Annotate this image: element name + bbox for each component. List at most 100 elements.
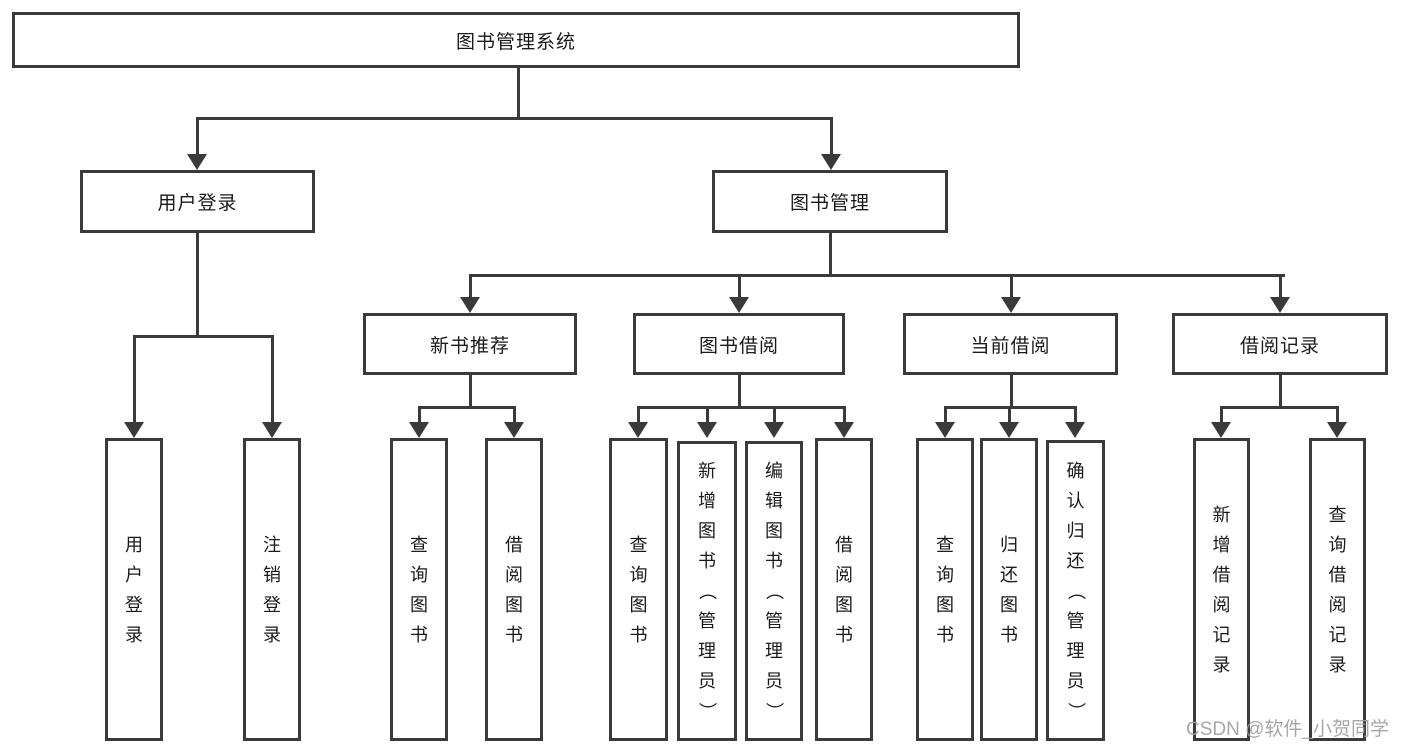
vertical-glyph: 理 — [1066, 640, 1085, 661]
vertical-glyph: 归 — [1066, 520, 1085, 541]
connector-line — [738, 375, 741, 408]
leaf-query-borrow-record: 查询借阅记录 — [1309, 438, 1366, 741]
vertical-glyph: 书 — [936, 624, 954, 645]
connector-line — [513, 406, 516, 424]
connector-line — [517, 68, 520, 119]
arrow-down-icon — [409, 422, 429, 438]
vertical-glyph: 编 — [765, 461, 783, 481]
vertical-glyph: 询 — [1328, 534, 1347, 555]
node-label: 图书管理 — [789, 193, 870, 214]
vertical-glyph: 管 — [765, 611, 783, 631]
vertical-glyph: 查 — [936, 534, 954, 555]
vertical-glyph: （ — [1065, 581, 1086, 600]
vertical-glyph: 辑 — [765, 491, 783, 511]
leaf-confirm-return-admin: 确认归还（管理员） — [1046, 440, 1105, 741]
connector-line — [843, 406, 846, 424]
connector-line — [773, 406, 776, 424]
connector-line — [196, 233, 199, 337]
arrow-down-icon — [628, 422, 648, 438]
vertical-glyph: 销 — [263, 564, 281, 585]
connector-line — [1279, 274, 1282, 299]
connector-line — [196, 117, 199, 156]
arrow-down-icon — [504, 422, 524, 438]
vertical-glyph: 阅 — [835, 564, 853, 585]
vertical-glyph: 询 — [629, 564, 648, 585]
vertical-glyph: 登 — [125, 594, 143, 615]
node-label: 当前借阅 — [970, 335, 1051, 357]
vertical-glyph: 书 — [1000, 624, 1018, 645]
vertical-glyph: 注 — [263, 534, 281, 555]
node-borrow-records: 借阅记录 — [1172, 313, 1388, 375]
vertical-glyph: 借 — [835, 534, 853, 555]
vertical-glyph: ） — [1065, 701, 1086, 720]
leaf-borrow-book: 借阅图书 — [485, 438, 543, 741]
vertical-glyph: 阅 — [1328, 594, 1347, 615]
connector-line — [133, 335, 136, 424]
vertical-glyph: 阅 — [1212, 594, 1231, 615]
leaf-add-borrow-record: 新增借阅记录 — [1193, 438, 1250, 741]
leaf-query-book: 查询图书 — [609, 438, 668, 741]
leaf-edit-book-admin: 编辑图书（管理员） — [745, 441, 803, 741]
connector-line — [1279, 375, 1282, 408]
node-label: 图书借阅 — [698, 335, 779, 357]
connector-line — [637, 406, 640, 424]
vertical-glyph: 书 — [410, 624, 428, 645]
connector-line — [1220, 406, 1223, 424]
arrow-down-icon — [821, 154, 841, 170]
connector-line — [1008, 406, 1011, 424]
vertical-glyph: 录 — [1328, 654, 1347, 675]
vertical-glyph: 归 — [1000, 534, 1018, 555]
arrow-down-icon — [1211, 422, 1231, 438]
leaf-return-book: 归还图书 — [980, 438, 1038, 741]
connector-line — [1010, 375, 1013, 408]
connector-line — [637, 406, 845, 409]
vertical-glyph: 图 — [936, 594, 954, 615]
vertical-glyph: 管 — [698, 611, 716, 631]
node-label: 借阅记录 — [1239, 335, 1320, 357]
leaf-add-book-admin: 新增图书（管理员） — [677, 441, 737, 741]
vertical-glyph: 书 — [765, 551, 783, 571]
arrow-down-icon — [262, 422, 282, 438]
vertical-glyph: （ — [764, 582, 784, 600]
vertical-glyph: 新 — [1212, 504, 1231, 525]
vertical-glyph: 录 — [263, 624, 281, 645]
connector-line — [706, 406, 709, 424]
connector-line — [418, 406, 421, 424]
vertical-glyph: 还 — [1000, 564, 1018, 585]
csdn-watermark: CSDN @软件_小贺同学 — [1186, 719, 1389, 740]
node-current-borrow: 当前借阅 — [903, 313, 1118, 375]
leaf-borrow-book: 借阅图书 — [815, 438, 873, 741]
vertical-glyph: 管 — [1066, 610, 1085, 631]
vertical-glyph: 记 — [1212, 624, 1231, 645]
connector-line — [196, 117, 833, 120]
vertical-glyph: 新 — [698, 461, 716, 481]
arrow-down-icon — [124, 422, 144, 438]
vertical-glyph: 询 — [936, 564, 954, 585]
connector-line — [944, 406, 947, 424]
arrow-down-icon — [834, 422, 854, 438]
arrow-down-icon — [935, 422, 955, 438]
vertical-glyph: 图 — [698, 521, 716, 541]
connector-line — [469, 375, 472, 408]
leaf-user-login: 用户登录 — [105, 438, 163, 741]
node-book-management: 图书管理 — [712, 170, 948, 233]
vertical-glyph: 记 — [1328, 624, 1347, 645]
node-user-login: 用户登录 — [80, 170, 315, 233]
vertical-glyph: 增 — [1212, 534, 1231, 555]
vertical-glyph: ） — [697, 702, 717, 720]
vertical-glyph: 图 — [629, 594, 648, 615]
leaf-query-book: 查询图书 — [916, 438, 974, 741]
vertical-glyph: 户 — [125, 564, 143, 585]
arrow-down-icon — [1001, 297, 1021, 313]
connector-line — [1220, 406, 1338, 409]
vertical-glyph: 查 — [410, 534, 428, 555]
vertical-glyph: 登 — [263, 594, 281, 615]
vertical-glyph: 书 — [835, 624, 853, 645]
vertical-glyph: 阅 — [505, 564, 523, 585]
node-new-book-recommend: 新书推荐 — [363, 313, 577, 375]
vertical-glyph: 图 — [765, 521, 783, 541]
vertical-glyph: 借 — [1212, 564, 1231, 585]
vertical-glyph: 图 — [1000, 594, 1018, 615]
connector-line — [829, 233, 832, 276]
